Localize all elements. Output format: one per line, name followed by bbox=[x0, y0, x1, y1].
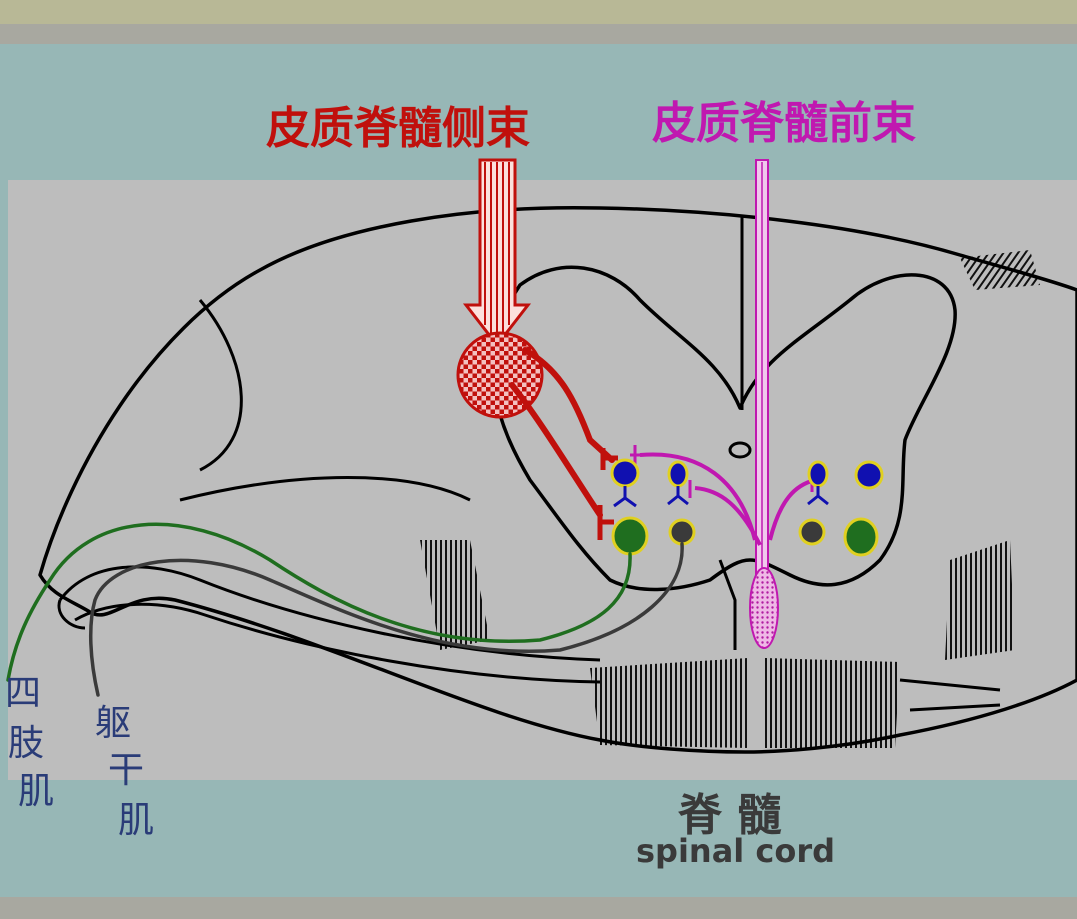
anterior-fissure bbox=[718, 559, 737, 650]
frame-top-band bbox=[0, 0, 1077, 24]
nerve-root-tube-end bbox=[57, 599, 86, 630]
nerve-root-tube-outer bbox=[58, 565, 601, 662]
anterior-tract-fiber-right bbox=[768, 478, 816, 541]
limb-muscle-char-3: 肌 bbox=[18, 771, 54, 812]
frame-grey-band bbox=[0, 24, 1077, 44]
trunk-motor-neuron-right bbox=[798, 518, 826, 546]
lateral-tract-label: 皮质脊髓侧束 bbox=[266, 103, 530, 154]
nerve-root-tube-inner bbox=[74, 602, 601, 684]
anterior-tract-label: 皮质脊髓前束 bbox=[652, 98, 916, 149]
interneuron-3 bbox=[807, 460, 829, 506]
lateral-hatch-right bbox=[945, 540, 1015, 660]
grey-matter-outline bbox=[491, 265, 957, 592]
ventral-root-hatch-left bbox=[590, 658, 748, 748]
trunk-muscle-label: 躯 干 肌 bbox=[95, 703, 154, 841]
lateral-tract-synapse-2 bbox=[597, 505, 614, 540]
anterior-tract-fiber-left-2 bbox=[694, 486, 762, 546]
limb-muscle-char-1: 四 bbox=[5, 673, 41, 714]
anterior-tract-line bbox=[755, 159, 769, 586]
frame-bottom-band bbox=[0, 897, 1077, 919]
ventral-root-hatch-right bbox=[765, 658, 900, 748]
lateral-tract-arrow bbox=[462, 158, 532, 348]
trunk-nerve-line bbox=[88, 542, 684, 697]
right-root-lines bbox=[899, 678, 1001, 712]
anterior-tract-cross-section bbox=[749, 567, 779, 649]
trunk-muscle-char-3: 肌 bbox=[118, 800, 154, 841]
anterior-synapse-1 bbox=[630, 445, 648, 465]
inner-contour-2 bbox=[198, 299, 243, 472]
lateral-hatch-left bbox=[420, 540, 490, 650]
limb-motor-neuron-left bbox=[611, 516, 649, 556]
spinal-cord-label-en: spinal cord bbox=[636, 832, 835, 870]
spinal-cord-outline bbox=[38, 205, 1077, 754]
interneuron-4 bbox=[854, 460, 884, 490]
lateral-tract-synapse-1 bbox=[600, 448, 618, 470]
trunk-muscle-char-1: 躯 bbox=[95, 703, 131, 744]
inner-contour bbox=[179, 476, 471, 502]
lateral-tract-fiber-1 bbox=[522, 347, 615, 463]
spinal-cord-label-zh: 脊 髓 bbox=[678, 790, 781, 841]
limb-motor-neuron-right bbox=[843, 517, 879, 557]
trunk-motor-neuron-left bbox=[668, 518, 696, 546]
interneuron-1 bbox=[610, 458, 640, 508]
lateral-tract-fiber-2 bbox=[509, 382, 603, 518]
trunk-muscle-char-2: 干 bbox=[108, 750, 144, 791]
central-canal bbox=[728, 441, 752, 459]
anterior-tract-fiber-left-1 bbox=[639, 452, 757, 541]
limb-nerve-line bbox=[6, 522, 632, 682]
interneuron-2 bbox=[667, 460, 689, 506]
limb-muscle-label: 四 肢 肌 bbox=[5, 673, 54, 812]
limb-muscle-char-2: 肢 bbox=[8, 723, 44, 764]
